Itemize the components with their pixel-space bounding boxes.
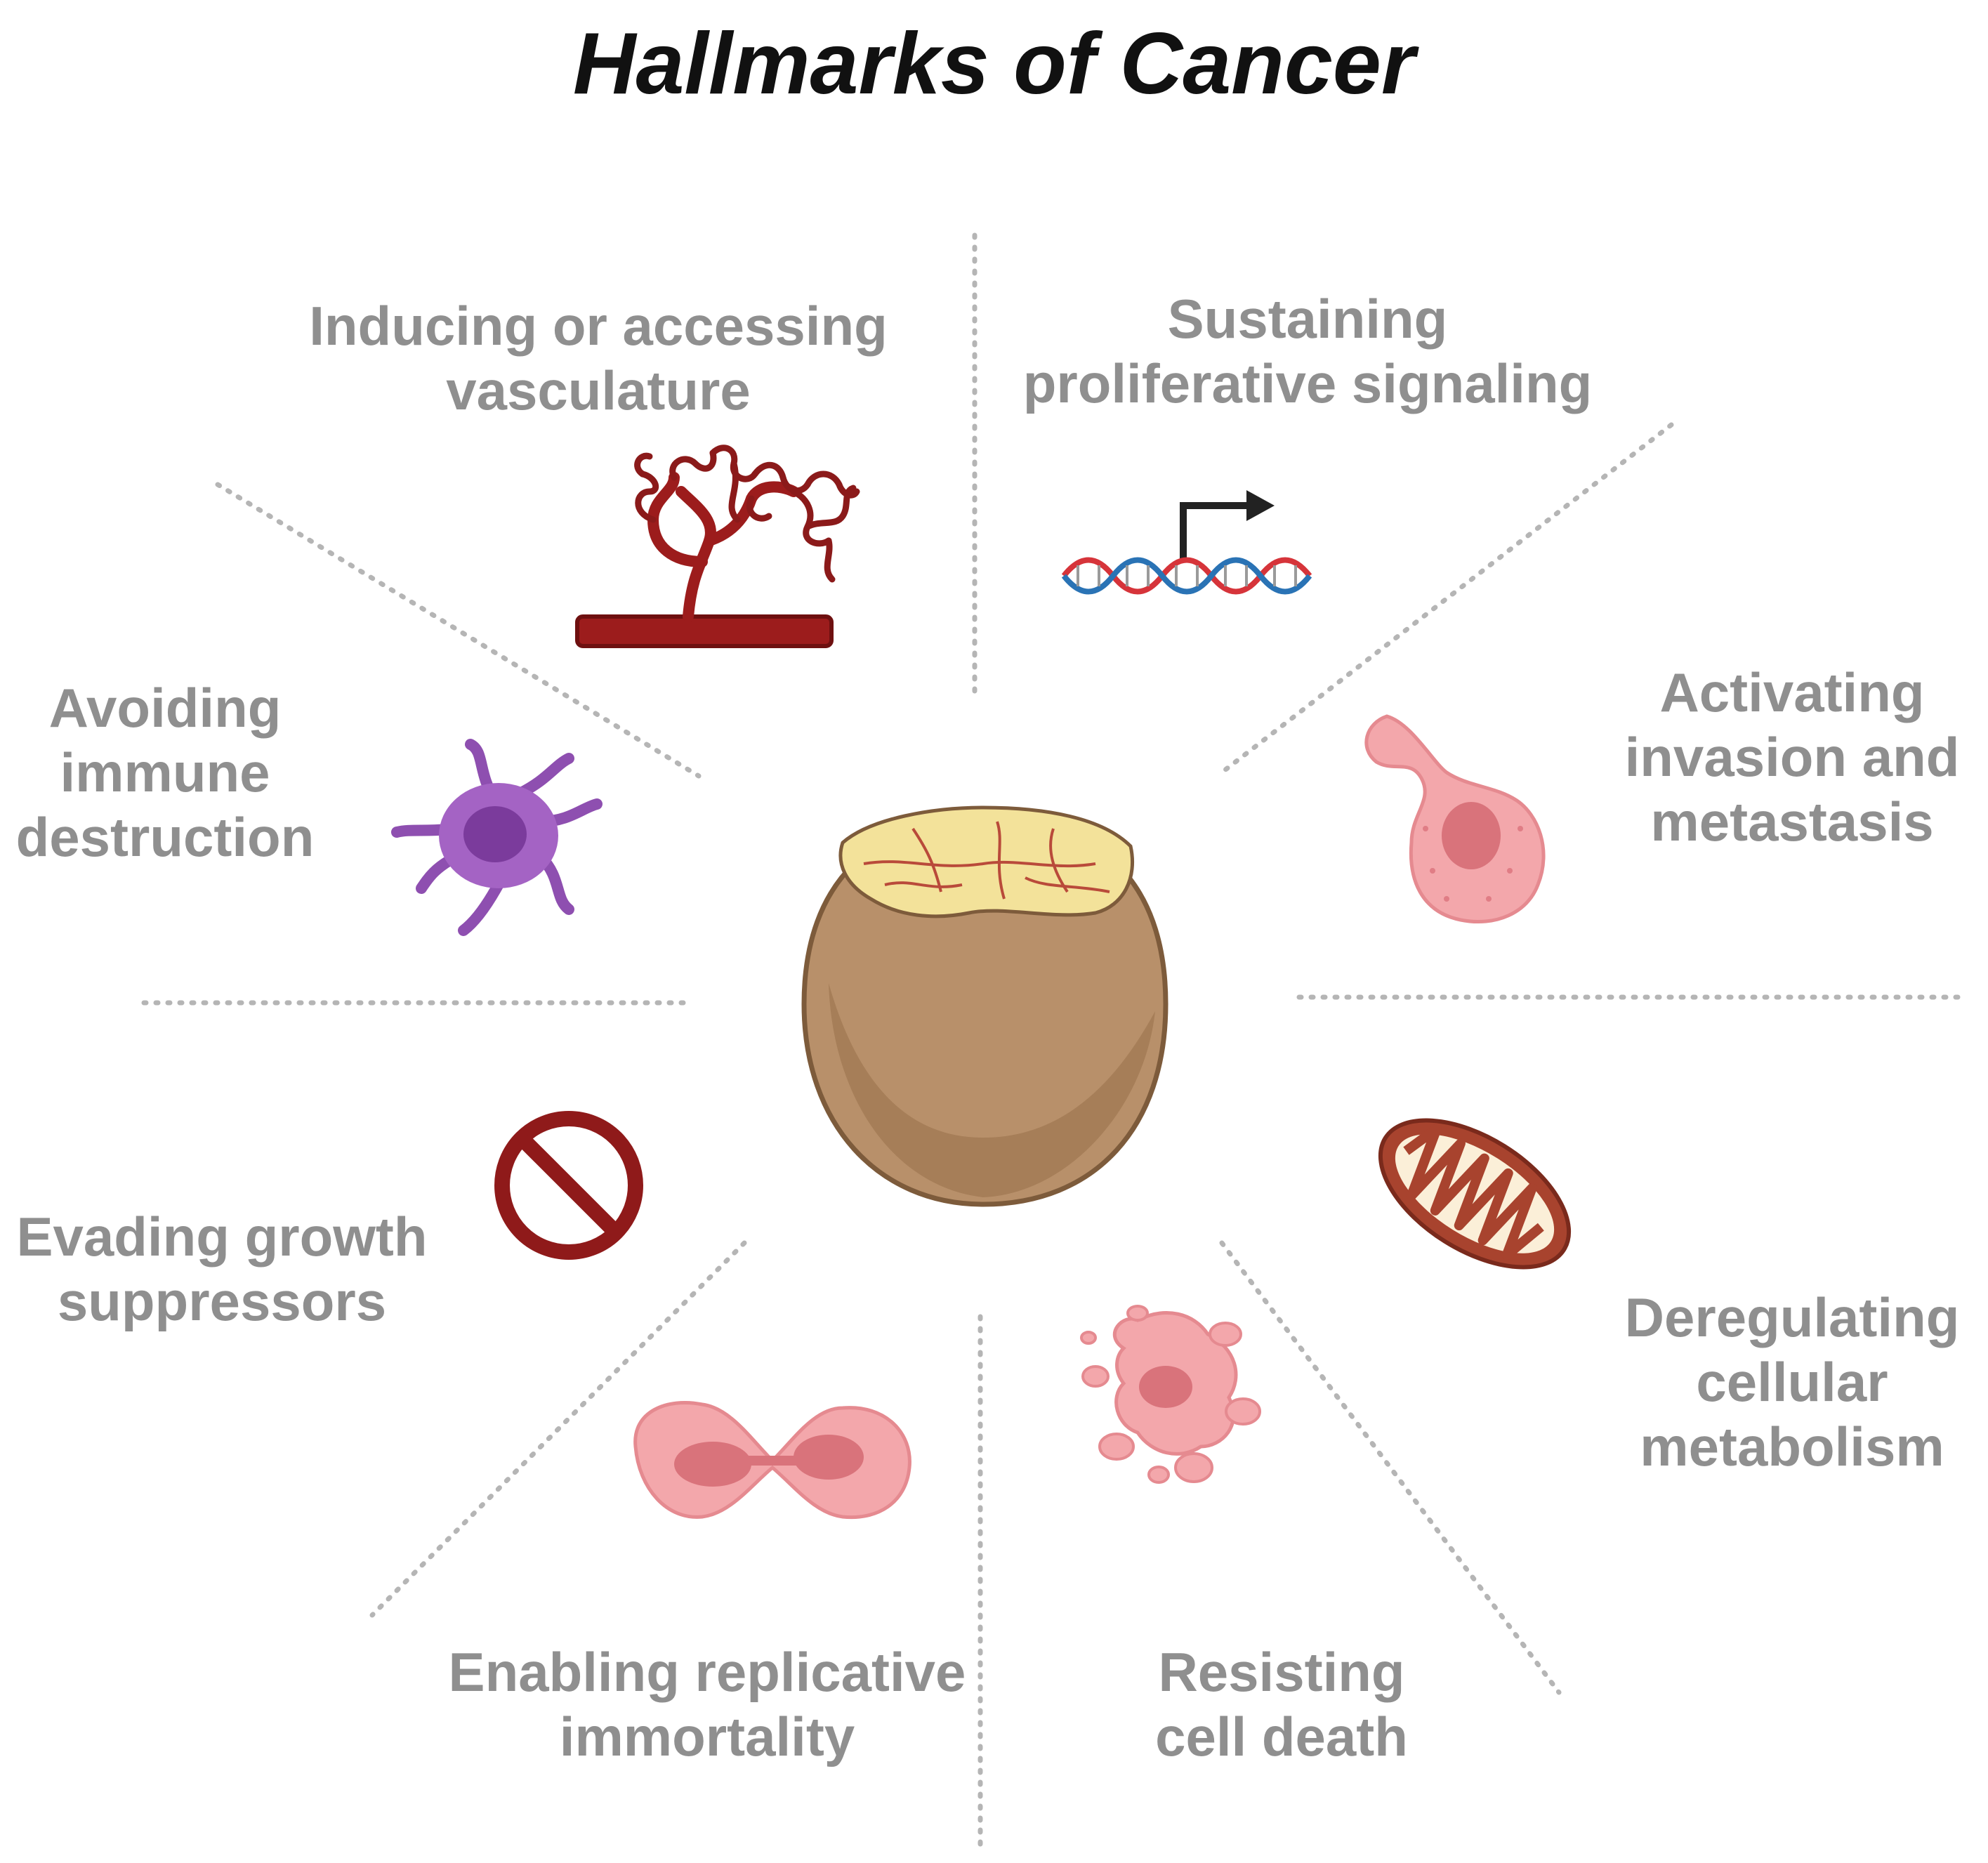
divider-bottom-left [369,1240,747,1618]
divider-lines [141,232,1969,1850]
label-metabolism: Deregulating cellular metabolism [1624,1286,1960,1477]
dividing-cell-icon [633,1401,911,1520]
divider-top-left [215,482,702,779]
label-immune: Avoiding immune destruction [15,677,315,868]
migrating-cell-icon [1364,714,1546,924]
egg-cam-model-icon [801,805,1169,1207]
label-invasion: Activating invasion and metastasis [1624,661,1960,852]
prohibition-icon [494,1111,643,1260]
page-title: Hallmarks of Cancer [572,15,1416,112]
divider-bottom-right [1219,1240,1562,1695]
dna-transcription-icon [1061,490,1312,595]
divider-top-right [1219,422,1674,775]
blood-vessel-icon [575,445,860,648]
apoptotic-cell-icon [1080,1305,1261,1484]
label-growth-suppressors: Evading growth suppressors [16,1206,428,1332]
label-proliferative: Sustaining proliferative signaling [1022,288,1593,414]
mitochondrion-icon [1378,1118,1572,1270]
immune-cell-icon [391,739,603,936]
label-immortality: Enabling replicative immortality [448,1641,966,1767]
label-cell-death: Resisting cell death [1155,1641,1408,1767]
label-vasculature: Inducing or accessing vasculature [309,295,888,421]
